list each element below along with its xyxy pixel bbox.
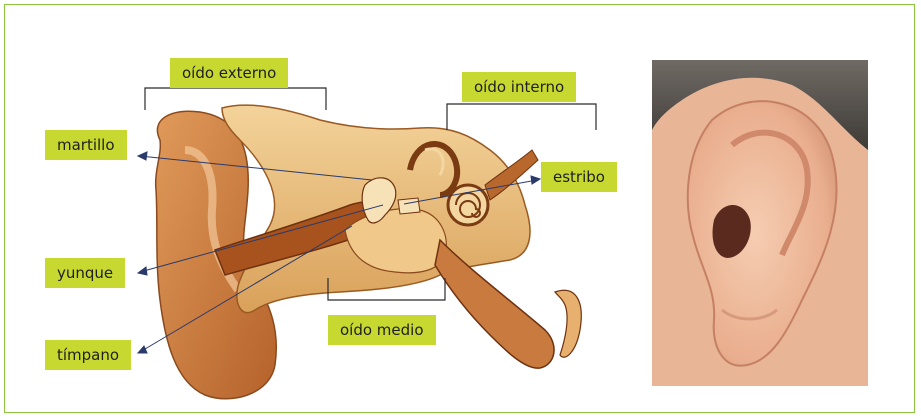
label-yunque: yunque xyxy=(45,258,125,288)
eustachian-tube-end xyxy=(555,290,581,357)
label-oido-medio: oído medio xyxy=(328,315,436,345)
pointer-timpano-arrowhead xyxy=(138,346,147,353)
label-oido-interno: oído interno xyxy=(462,72,576,102)
pointer-estribo-arrowhead xyxy=(531,176,540,184)
pointer-yunque-arrowhead xyxy=(138,267,147,275)
bracket-oido-interno xyxy=(447,104,596,130)
label-timpano: tímpano xyxy=(45,340,131,370)
pointer-martillo-arrowhead xyxy=(138,152,147,160)
stapes-shape xyxy=(398,198,420,214)
cochlea-shape xyxy=(448,185,488,225)
ear-photo xyxy=(652,60,868,386)
label-estribo: estribo xyxy=(541,162,617,192)
label-oido-externo: oído externo xyxy=(170,58,288,88)
label-martillo: martillo xyxy=(45,130,127,160)
